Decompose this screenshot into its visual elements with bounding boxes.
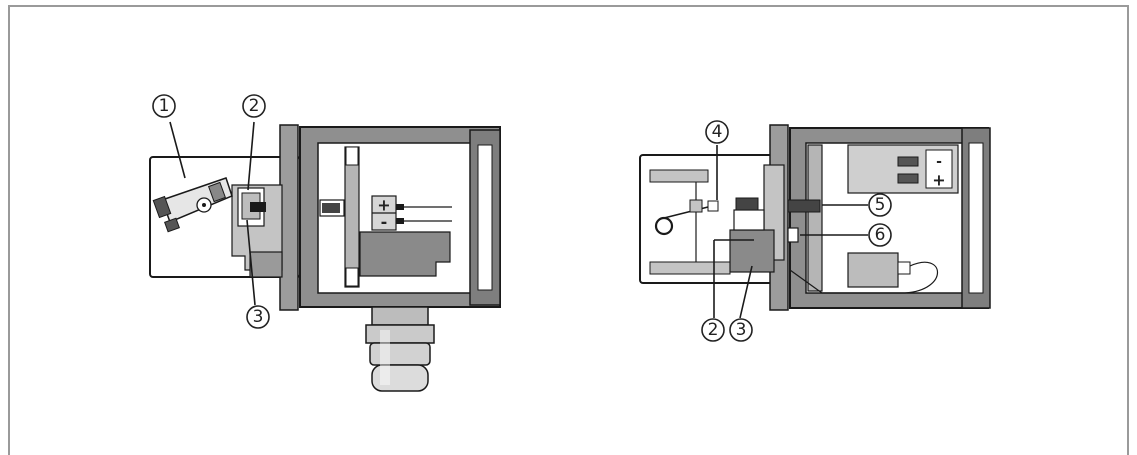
left-electronics-block bbox=[359, 231, 451, 277]
left-flange bbox=[279, 124, 299, 311]
svg-text:3: 3 bbox=[253, 307, 264, 327]
right-plus-sign: + bbox=[932, 171, 945, 190]
left-device: 1 2 3 + - bbox=[149, 94, 501, 392]
left-plus-sign: + bbox=[377, 196, 390, 215]
svg-text:1: 1 bbox=[159, 96, 170, 116]
svg-text:4: 4 bbox=[712, 122, 723, 142]
right-minus-sign: - bbox=[936, 154, 942, 170]
right-electronics-block bbox=[729, 229, 775, 273]
right-device: 4 5 6 2 3 - + bbox=[639, 120, 991, 342]
left-board bbox=[344, 146, 360, 288]
right-callout-3: 3 bbox=[729, 318, 753, 342]
right-callout-5: 5 bbox=[868, 193, 892, 217]
svg-text:3: 3 bbox=[736, 320, 747, 340]
right-callout-2: 2 bbox=[701, 318, 725, 342]
right-callout-6: 6 bbox=[868, 223, 892, 247]
svg-text:6: 6 bbox=[875, 225, 886, 245]
right-callout-4: 4 bbox=[705, 120, 729, 144]
left-callout-3: 3 bbox=[246, 305, 270, 329]
right-board bbox=[807, 144, 823, 292]
svg-text:2: 2 bbox=[708, 320, 719, 340]
left-callout-1: 1 bbox=[152, 94, 176, 118]
svg-text:5: 5 bbox=[875, 195, 886, 215]
right-capacitor bbox=[847, 252, 899, 288]
left-minus-sign: - bbox=[381, 213, 388, 232]
left-lid-inner bbox=[477, 144, 493, 291]
figure-frame bbox=[8, 5, 1129, 455]
left-callout-2: 2 bbox=[242, 94, 266, 118]
svg-text:2: 2 bbox=[249, 96, 260, 116]
left-cable-gland bbox=[371, 306, 429, 326]
